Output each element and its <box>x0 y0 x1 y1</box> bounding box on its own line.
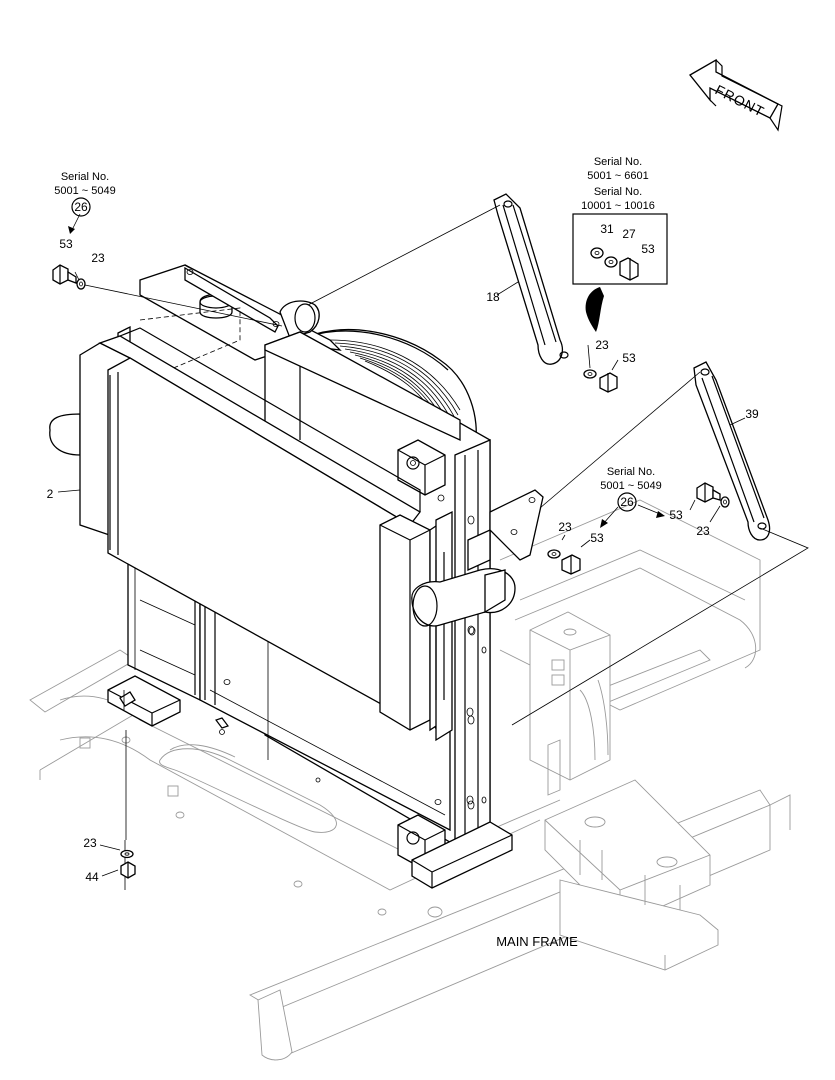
serial-range-tr2: 10001 ~ 10016 <box>581 200 655 212</box>
callout-23-bottom: 23 <box>83 836 97 850</box>
stay-rod-39 <box>693 361 771 541</box>
washer-31-icon <box>590 247 604 259</box>
callout-labels: 2 18 39 23 53 31 27 53 23 53 23 53 53 23… <box>47 222 759 884</box>
washer-23-rod18-icon <box>583 369 597 379</box>
washer-23-rod39-icon <box>720 496 730 508</box>
callout-53-tl: 53 <box>59 237 73 251</box>
serial-range-r: 5001 ~ 5049 <box>600 480 661 492</box>
serial-note-top-left: Serial No. 5001 ~ 5049 26 <box>54 171 116 217</box>
callout-23-tl: 23 <box>91 251 105 265</box>
radiator-housing <box>49 264 544 889</box>
callout-44-bottom: 44 <box>85 870 99 884</box>
callout-39: 39 <box>745 407 759 421</box>
serial-heading-tl: Serial No. <box>61 171 109 183</box>
callout-31: 31 <box>600 222 614 236</box>
serial-note-right: Serial No. 5001 ~ 5049 26 <box>600 466 662 512</box>
callout-23-bracket: 23 <box>558 520 572 534</box>
callout-23-rod39: 23 <box>696 524 710 538</box>
part-26-tl: 26 <box>74 200 88 214</box>
callout-2: 2 <box>47 487 54 501</box>
inset-detail <box>572 213 668 332</box>
serial-range-tl: 5001 ~ 5049 <box>54 185 115 197</box>
serial-note-top-right: Serial No. 5001 ~ 6601 Serial No. 10001 … <box>581 156 655 212</box>
leader-lines <box>57 204 809 890</box>
washer-23-top-left-icon <box>76 278 86 290</box>
front-arrow-icon: FRONT <box>689 58 783 132</box>
pointer-arrows <box>68 213 665 528</box>
washer-23-bottom-icon <box>120 849 134 859</box>
callout-18: 18 <box>486 290 500 304</box>
serial-heading-r: Serial No. <box>607 466 655 478</box>
callout-53-rod39: 53 <box>669 508 683 522</box>
hardware <box>52 264 730 879</box>
callout-53-inset: 53 <box>641 242 655 256</box>
main-frame <box>29 499 791 1061</box>
main-frame-label: MAIN FRAME <box>496 934 578 949</box>
arrow-right-a-icon <box>600 519 608 528</box>
arrow-tl-icon <box>68 226 75 234</box>
part-26-r: 26 <box>620 495 634 509</box>
callout-27: 27 <box>622 227 636 241</box>
callout-53-rod18: 53 <box>622 351 636 365</box>
stay-rod-18 <box>493 193 569 365</box>
serial-range-tr1: 5001 ~ 6601 <box>587 170 648 182</box>
serial-heading-tr1: Serial No. <box>594 156 642 168</box>
bolt-53-inset-icon <box>619 257 639 281</box>
washer-23-bracket-icon <box>547 549 561 559</box>
arrow-right-b-icon <box>656 511 665 518</box>
serial-heading-tr2: Serial No. <box>594 186 642 198</box>
spring-washer-27-icon <box>604 256 618 268</box>
callout-53-bracket: 53 <box>590 531 604 545</box>
callout-23-rod18: 23 <box>595 338 609 352</box>
curved-arrow-icon <box>585 287 604 332</box>
